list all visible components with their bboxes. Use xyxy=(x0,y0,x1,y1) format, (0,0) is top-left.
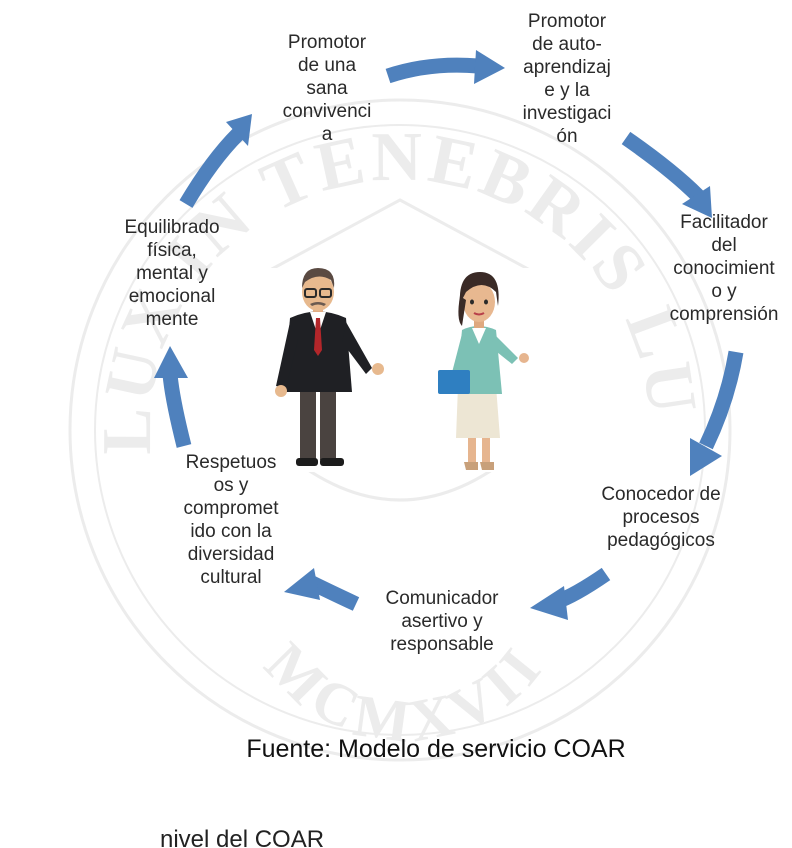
node-label-line: procesos xyxy=(622,507,700,528)
partial-body-text: nivel del COAR xyxy=(160,826,325,848)
arrow-top-head xyxy=(474,50,505,84)
source-caption: Fuente: Modelo de servicio COAR xyxy=(246,735,626,763)
arrow-upper-left-head xyxy=(226,114,252,146)
node-label-line: ón xyxy=(556,126,578,147)
arrow-left-shaft xyxy=(162,373,192,448)
node-label-line: aprendizaj xyxy=(523,57,611,78)
node-label-line: diversidad xyxy=(187,544,275,565)
node-label-line: responsable xyxy=(390,634,494,655)
cycle-arrows xyxy=(154,50,744,620)
node-label-line: Promotor xyxy=(287,32,367,53)
teachers-illustration xyxy=(262,268,534,472)
node-label-line: o y xyxy=(711,281,737,302)
arrow-upper-left-shaft xyxy=(179,128,244,208)
node-label-line: Equilibrado xyxy=(124,217,220,238)
node-label-line: del xyxy=(711,235,737,256)
node-label-line: sana xyxy=(306,78,348,99)
node-label-line: convivenci xyxy=(282,101,372,122)
node-label-line: pedagógicos xyxy=(607,530,715,551)
arrow-left-head xyxy=(154,346,188,378)
node-label-line: Promotor xyxy=(527,11,607,32)
arrow-lower-right-head xyxy=(530,586,568,620)
node-label-line: conocimient xyxy=(673,258,775,279)
node-label-line: cultural xyxy=(200,567,262,588)
node-label-line: de una xyxy=(297,55,357,76)
female-teacher-icon xyxy=(438,272,529,470)
node-label-line: investigaci xyxy=(522,103,612,124)
male-teacher-icon xyxy=(275,268,384,466)
arrow-upper-right-head xyxy=(682,186,712,218)
arrow-bottom-head xyxy=(284,568,320,600)
node-label-line: ido con la xyxy=(190,521,272,542)
node-label-line: mente xyxy=(145,309,199,330)
node-label-line: Comunicador xyxy=(385,588,499,609)
node-label-line: mental y xyxy=(136,263,208,284)
node-label-line: física, xyxy=(147,240,197,261)
node-label-line: de auto- xyxy=(532,34,602,55)
node-label-line: emocional xyxy=(128,286,216,307)
arrow-top-shaft xyxy=(385,57,479,84)
node-label-line: compromet xyxy=(183,498,279,519)
node-label-line: Respetuos xyxy=(185,452,277,473)
arrow-right-head xyxy=(690,438,722,476)
node-label-line: comprensión xyxy=(669,304,779,325)
node-label-line: os y xyxy=(213,475,249,496)
arrow-right-shaft xyxy=(699,350,744,450)
node-label-line: asertivo y xyxy=(401,611,483,632)
node-label-line: Conocedor de xyxy=(601,484,721,505)
node-label-line: Facilitador xyxy=(680,212,768,233)
arrow-upper-right-shaft xyxy=(621,131,704,202)
node-label-line: a xyxy=(321,124,333,145)
node-label-line: e y la xyxy=(544,80,590,101)
